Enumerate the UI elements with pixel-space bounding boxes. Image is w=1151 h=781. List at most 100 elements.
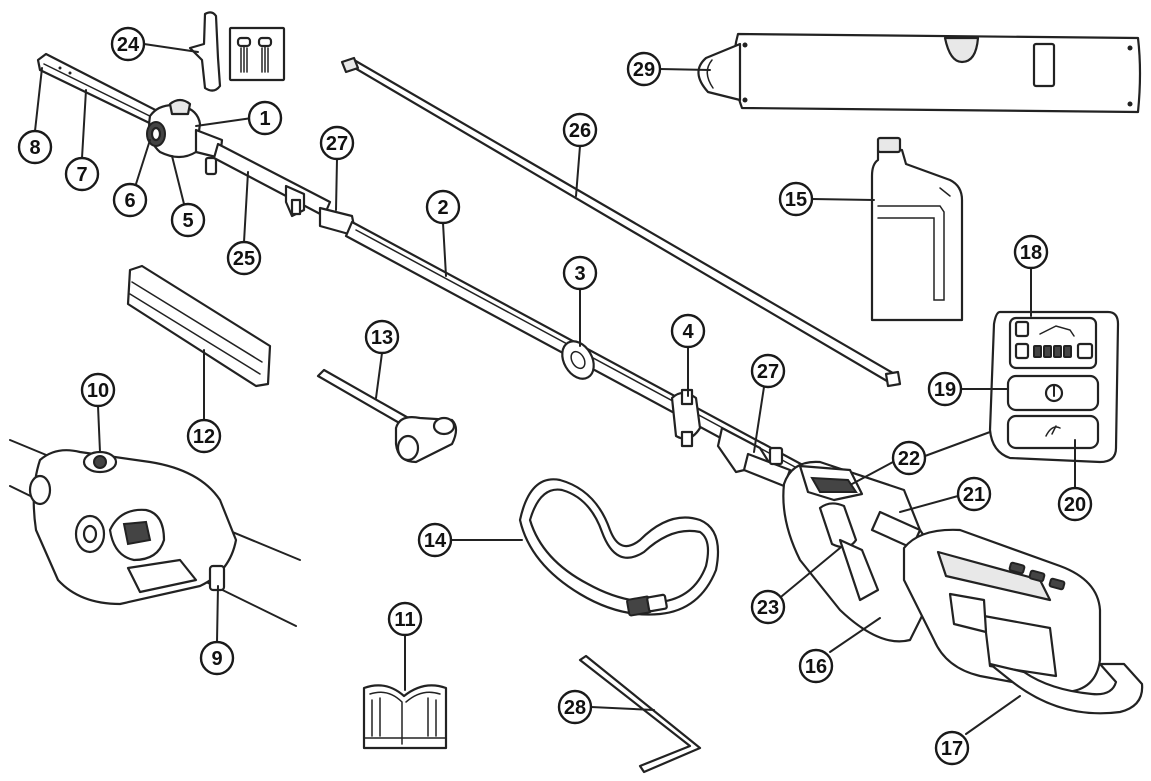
wrench (316, 368, 458, 464)
shoulder-strap (518, 478, 720, 617)
callout-markers: 1234567891011121314151617181920212223242… (17, 26, 1093, 766)
callout-number: 24 (117, 34, 140, 56)
callout-3: 3 (562, 255, 598, 291)
callout-25: 25 (226, 240, 262, 276)
callout-12: 12 (186, 418, 222, 454)
callout-circle (387, 601, 423, 637)
callout-number: 2 (437, 197, 448, 219)
callout-27: 27 (319, 125, 355, 161)
callout-number: 20 (1064, 494, 1086, 516)
callout-circle (1013, 234, 1049, 270)
callout-number: 16 (805, 656, 827, 678)
callout-circle (927, 371, 963, 407)
callout-circle (798, 648, 834, 684)
upper-tube (212, 142, 332, 218)
callout-circle (562, 112, 598, 148)
pole-clamp (670, 388, 702, 448)
callout-14: 14 (417, 522, 453, 558)
callout-number: 11 (394, 609, 415, 631)
callout-number: 18 (1020, 242, 1042, 264)
callout-circle (425, 189, 461, 225)
callout-11: 11 (387, 601, 423, 637)
callout-circle (750, 353, 786, 389)
callout-29: 29 (626, 51, 662, 87)
callout-number: 15 (785, 189, 807, 211)
callout-circle (247, 100, 283, 136)
callout-9: 9 (199, 640, 235, 676)
callout-number: 5 (182, 210, 193, 232)
callout-4: 4 (670, 313, 706, 349)
callout-7: 7 (64, 156, 100, 192)
callout-circle (364, 319, 400, 355)
callout-5: 5 (170, 202, 206, 238)
callout-circle (226, 240, 262, 276)
callout-circle (80, 372, 116, 408)
callout-circle (626, 51, 662, 87)
saw-head (146, 98, 224, 176)
callout-circle (110, 26, 146, 62)
callout-number: 4 (682, 321, 694, 343)
callout-15: 15 (778, 181, 814, 217)
callout-24: 24 (110, 26, 146, 62)
manual-book (362, 684, 448, 750)
callout-28: 28 (557, 689, 593, 725)
lower-coupler (716, 426, 792, 488)
callout-18: 18 (1013, 234, 1049, 270)
callout-circle (1057, 486, 1093, 522)
carry-bag (697, 32, 1142, 114)
callout-circle (956, 476, 992, 512)
callout-1: 1 (247, 100, 283, 136)
callout-number: 27 (326, 133, 348, 155)
callout-number: 17 (941, 738, 963, 760)
callout-number: 3 (574, 263, 585, 285)
callout-number: 10 (87, 380, 109, 402)
power-head (782, 460, 1144, 715)
callout-number: 23 (757, 597, 779, 619)
callout-circle (112, 182, 148, 218)
callout-circle (186, 418, 222, 454)
callout-number: 9 (211, 648, 222, 670)
callout-number: 1 (259, 108, 270, 130)
oil-bottle (870, 136, 964, 322)
callout-circle (750, 589, 786, 625)
callout-circle (670, 313, 706, 349)
callout-number: 26 (569, 120, 591, 142)
callout-8: 8 (17, 129, 53, 165)
leader-lines (34, 43, 1076, 735)
callout-number: 6 (124, 190, 135, 212)
callout-circle (557, 689, 593, 725)
callout-number: 7 (76, 164, 87, 186)
bar-cover (126, 264, 272, 388)
callout-circle (17, 129, 53, 165)
hook-and-screws (188, 11, 286, 92)
callout-circle (170, 202, 206, 238)
hex-key (578, 654, 702, 774)
callout-2: 2 (425, 189, 461, 225)
callout-6: 6 (112, 182, 148, 218)
callout-circle (64, 156, 100, 192)
callout-20: 20 (1057, 486, 1093, 522)
callout-number: 14 (424, 530, 447, 552)
callout-number: 25 (233, 248, 255, 270)
callout-10: 10 (80, 372, 116, 408)
callout-17: 17 (934, 730, 970, 766)
callout-circle (319, 125, 355, 161)
callout-23: 23 (750, 589, 786, 625)
callout-26: 26 (562, 112, 598, 148)
callout-circle (891, 440, 927, 476)
callout-number: 19 (934, 379, 956, 401)
callout-22: 22 (891, 440, 927, 476)
callout-number: 28 (564, 697, 586, 719)
callout-number: 29 (633, 59, 655, 81)
callout-number: 8 (29, 137, 40, 159)
callout-number: 22 (898, 448, 920, 470)
callout-13: 13 (364, 319, 400, 355)
callout-circle (417, 522, 453, 558)
callout-27: 27 (750, 353, 786, 389)
callout-number: 12 (193, 426, 215, 448)
callout-circle (562, 255, 598, 291)
callout-number: 21 (963, 484, 985, 506)
collar (561, 340, 595, 380)
saw-head-closeup (9, 439, 301, 627)
callout-circle (199, 640, 235, 676)
